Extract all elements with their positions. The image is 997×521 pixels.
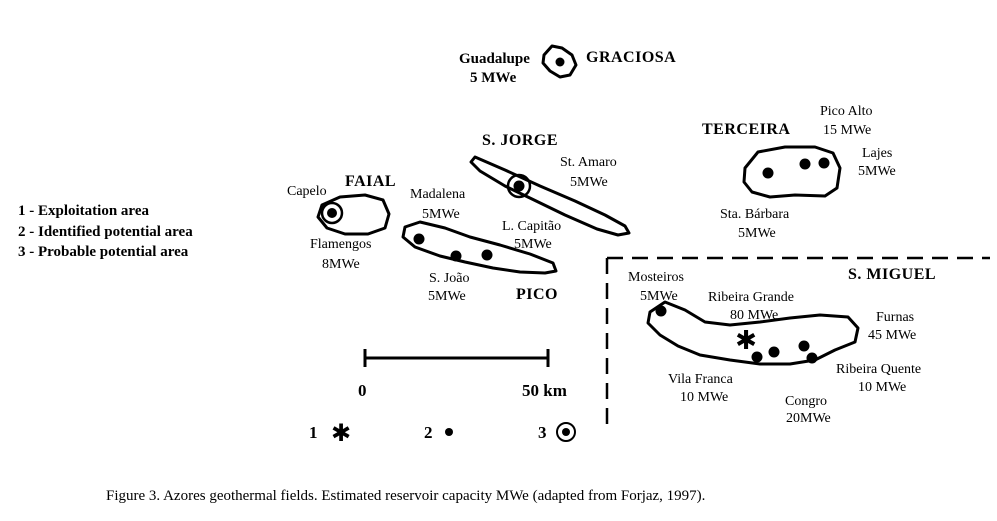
madalena-name: Madalena (410, 187, 466, 202)
faial-outline (316, 193, 391, 236)
pico-label: PICO (516, 286, 558, 303)
l-capitao-capacity: 5MWe (514, 237, 552, 252)
ribeira-quente-dot (806, 352, 818, 364)
s-miguel-outline (646, 300, 860, 366)
congro-name: Congro (785, 394, 827, 409)
st-amaro-name: St. Amaro (560, 155, 617, 170)
capelo-probable-ring (320, 201, 344, 225)
lajes-name: Lajes (862, 146, 892, 161)
terceira-label: TERCEIRA (702, 121, 790, 138)
scale-bar: 0 50 km (358, 349, 567, 400)
island-terceira: TERCEIRA Pico Alto 15 MWe Lajes 5MWe Sta… (702, 104, 896, 241)
island-graciosa: GRACIOSA Guadalupe 5 MWe (459, 44, 676, 86)
s-miguel-inset-frame (605, 256, 990, 428)
madalena-dot (413, 233, 425, 245)
st-barbara-name: Sta. Bárbara (720, 207, 790, 222)
lajes-dot (818, 157, 830, 169)
s-joao-capacity: 5MWe (428, 289, 466, 304)
st-barbara-dot (762, 167, 774, 179)
pico-alto-capacity: 15 MWe (823, 123, 871, 138)
mosteiros-dot (655, 305, 667, 317)
s-jorge-probable-ring (506, 173, 532, 199)
terceira-outline (742, 145, 842, 199)
congro-dot (768, 346, 780, 358)
legend: 1 - Exploitation area 2 - Identified pot… (18, 203, 193, 260)
scale-end-label: 50 km (522, 381, 567, 400)
probable-dot-icon (562, 428, 570, 436)
l-capitao-dot (481, 249, 493, 261)
ribeira-quente-name: Ribeira Quente (836, 362, 921, 377)
st-amaro-probable-dot (513, 180, 525, 192)
ribeira-quente-capacity: 10 MWe (858, 380, 906, 395)
faial-label: FAIAL (345, 173, 396, 190)
st-amaro-capacity: 5MWe (570, 175, 608, 190)
symbol-key-2-number: 2 (424, 423, 433, 442)
ribeira-grande-exploitation-icon: ✱ (735, 326, 757, 356)
furnas-capacity: 45 MWe (868, 328, 916, 343)
legend-item-identified: 2 - Identified potential area (18, 224, 193, 240)
pico-alto-dot (799, 158, 811, 170)
identified-dot-icon (445, 428, 453, 436)
guadalupe-name: Guadalupe (459, 51, 530, 67)
congro-capacity: 20MWe (786, 411, 831, 426)
l-capitao-name: L. Capitão (502, 219, 561, 234)
probable-ring-icon (556, 422, 576, 442)
furnas-name: Furnas (876, 310, 914, 325)
s-joao-dot (450, 250, 462, 262)
legend-item-exploitation: 1 - Exploitation area (18, 203, 149, 219)
pico-alto-name: Pico Alto (820, 104, 873, 119)
symbol-key-3-number: 3 (538, 423, 547, 442)
symbol-key-1-number: 1 (309, 423, 318, 442)
guadalupe-capacity: 5 MWe (470, 70, 517, 86)
st-barbara-capacity: 5MWe (738, 226, 776, 241)
symbol-key: 1 ✱ 2 3 (309, 419, 576, 447)
graciosa-outline (541, 44, 578, 79)
scale-start-label: 0 (358, 381, 367, 400)
vila-franca-capacity: 10 MWe (680, 390, 728, 405)
furnas-dot (798, 340, 810, 352)
graciosa-label: GRACIOSA (586, 49, 676, 66)
guadalupe-dot (555, 57, 565, 67)
ribeira-grande-capacity: 80 MWe (730, 308, 778, 323)
vila-franca-dot (751, 351, 763, 363)
island-pico: PICO Madalena 5MWe L. Capitão 5MWe S. Jo… (401, 187, 561, 304)
legend-item-probable: 3 - Probable potential area (18, 244, 189, 260)
ribeira-grande-name: Ribeira Grande (708, 290, 794, 305)
s-joao-name: S. João (429, 271, 469, 286)
s-jorge-label: S. JORGE (482, 132, 558, 149)
figure-caption: Figure 3. Azores geothermal fields. Esti… (106, 488, 705, 504)
lajes-capacity: 5MWe (858, 164, 896, 179)
island-s-miguel: ✱ S. MIGUEL Mosteiros 5MWe Ribeira Grand… (628, 266, 936, 426)
capelo-probable-dot (327, 208, 337, 218)
madalena-capacity: 5MWe (422, 207, 460, 222)
mosteiros-capacity: 5MWe (640, 289, 678, 304)
island-s-jorge: S. JORGE St. Amaro 5MWe (469, 132, 631, 237)
island-faial: FAIAL Capelo Flamengos 8MWe (287, 173, 396, 272)
flamengos-name: Flamengos (310, 237, 371, 252)
s-jorge-outline (469, 155, 631, 237)
s-miguel-label: S. MIGUEL (848, 266, 936, 283)
vila-franca-name: Vila Franca (668, 372, 734, 387)
pico-outline (401, 220, 558, 275)
mosteiros-name: Mosteiros (628, 270, 684, 285)
flamengos-capacity: 8MWe (322, 257, 360, 272)
capelo-name: Capelo (287, 184, 327, 199)
exploitation-icon: ✱ (331, 419, 351, 447)
